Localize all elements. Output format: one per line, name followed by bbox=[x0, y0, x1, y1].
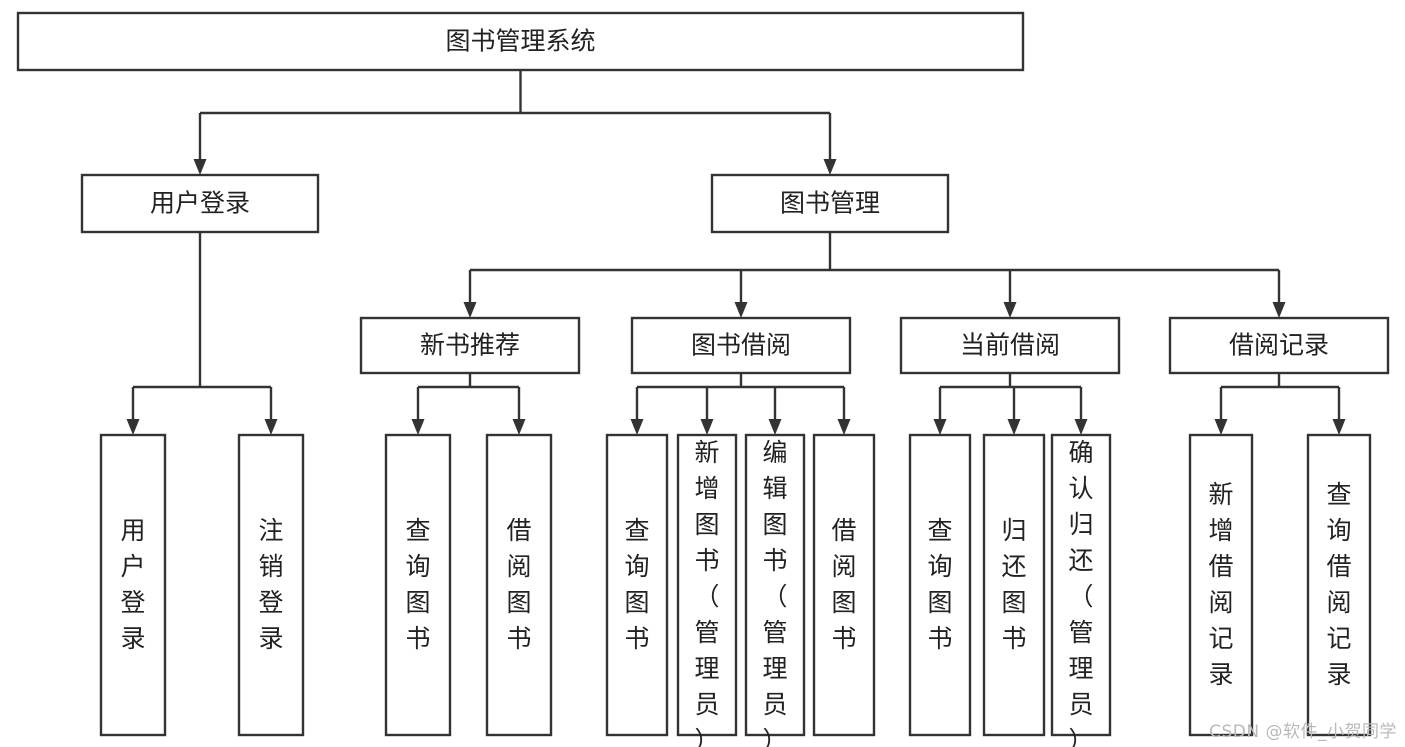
node-leaf-logout-login[interactable]: 注销登录 bbox=[237, 433, 305, 737]
node-label: 归还图书 bbox=[1001, 516, 1026, 653]
node-label: 查询图书 bbox=[405, 516, 430, 653]
node-leaf-borrow-book-2[interactable]: 借阅图书 bbox=[812, 433, 876, 737]
connector-book-management bbox=[463, 232, 1286, 318]
csdn-watermark: CSDN @软件_小贺同学 bbox=[1209, 722, 1397, 742]
node-label: 确认归还（管理员） bbox=[1068, 438, 1093, 747]
node-label: 用户登录 bbox=[150, 189, 250, 218]
node-leaf-query-book-2[interactable]: 查询图书 bbox=[605, 433, 669, 737]
connector-new-book-recommend bbox=[411, 373, 526, 435]
connector-root bbox=[193, 70, 837, 175]
node-leaf-return-book[interactable]: 归还图书 bbox=[982, 433, 1046, 737]
node-leaf-edit-book[interactable]: 编辑图书（管理员） bbox=[744, 433, 806, 747]
node-leaf-query-record[interactable]: 查询借阅记录 bbox=[1306, 433, 1372, 737]
node-book-borrow[interactable]: 图书借阅 bbox=[630, 316, 852, 375]
connector-borrow-record bbox=[1214, 373, 1346, 435]
node-label: 图书管理 bbox=[780, 189, 880, 218]
connector-book-borrow bbox=[630, 373, 851, 435]
node-leaf-query-book-3[interactable]: 查询图书 bbox=[908, 433, 972, 737]
node-label: 新增借阅记录 bbox=[1208, 480, 1233, 689]
node-leaf-add-record[interactable]: 新增借阅记录 bbox=[1188, 433, 1254, 737]
node-label: 查询图书 bbox=[927, 516, 952, 653]
node-user-login[interactable]: 用户登录 bbox=[80, 173, 320, 234]
node-label: 新书推荐 bbox=[420, 331, 520, 360]
node-label: 查询借阅记录 bbox=[1326, 480, 1351, 689]
node-leaf-borrow-book-1[interactable]: 借阅图书 bbox=[485, 433, 553, 737]
node-current-borrow[interactable]: 当前借阅 bbox=[899, 316, 1121, 375]
node-new-book-recommend[interactable]: 新书推荐 bbox=[359, 316, 581, 375]
connector-user-login bbox=[126, 232, 278, 435]
node-leaf-user-login[interactable]: 用户登录 bbox=[99, 433, 167, 737]
connector-layer bbox=[126, 70, 1346, 435]
node-leaf-query-book-1[interactable]: 查询图书 bbox=[384, 433, 452, 737]
node-label: 查询图书 bbox=[624, 516, 649, 653]
node-label: 图书管理系统 bbox=[445, 27, 595, 56]
node-label: 借阅记录 bbox=[1229, 331, 1329, 360]
node-label: 借阅图书 bbox=[831, 516, 856, 653]
node-label: 借阅图书 bbox=[506, 516, 531, 653]
node-label: 用户登录 bbox=[120, 516, 145, 653]
node-root[interactable]: 图书管理系统 bbox=[16, 11, 1025, 72]
node-borrow-record[interactable]: 借阅记录 bbox=[1168, 316, 1390, 375]
node-label: 当前借阅 bbox=[960, 331, 1060, 360]
node-leaf-confirm-return[interactable]: 确认归还（管理员） bbox=[1050, 433, 1112, 747]
node-label: 图书借阅 bbox=[691, 331, 791, 360]
node-label: 编辑图书（管理员） bbox=[762, 438, 787, 747]
node-label: 注销登录 bbox=[258, 516, 283, 653]
node-layer: 图书管理系统用户登录图书管理新书推荐图书借阅当前借阅借阅记录用户登录注销登录查询… bbox=[16, 11, 1390, 747]
node-book-management[interactable]: 图书管理 bbox=[710, 173, 950, 234]
node-leaf-add-book[interactable]: 新增图书（管理员） bbox=[676, 433, 738, 747]
connector-current-borrow bbox=[933, 373, 1088, 435]
node-label: 新增图书（管理员） bbox=[694, 438, 719, 747]
